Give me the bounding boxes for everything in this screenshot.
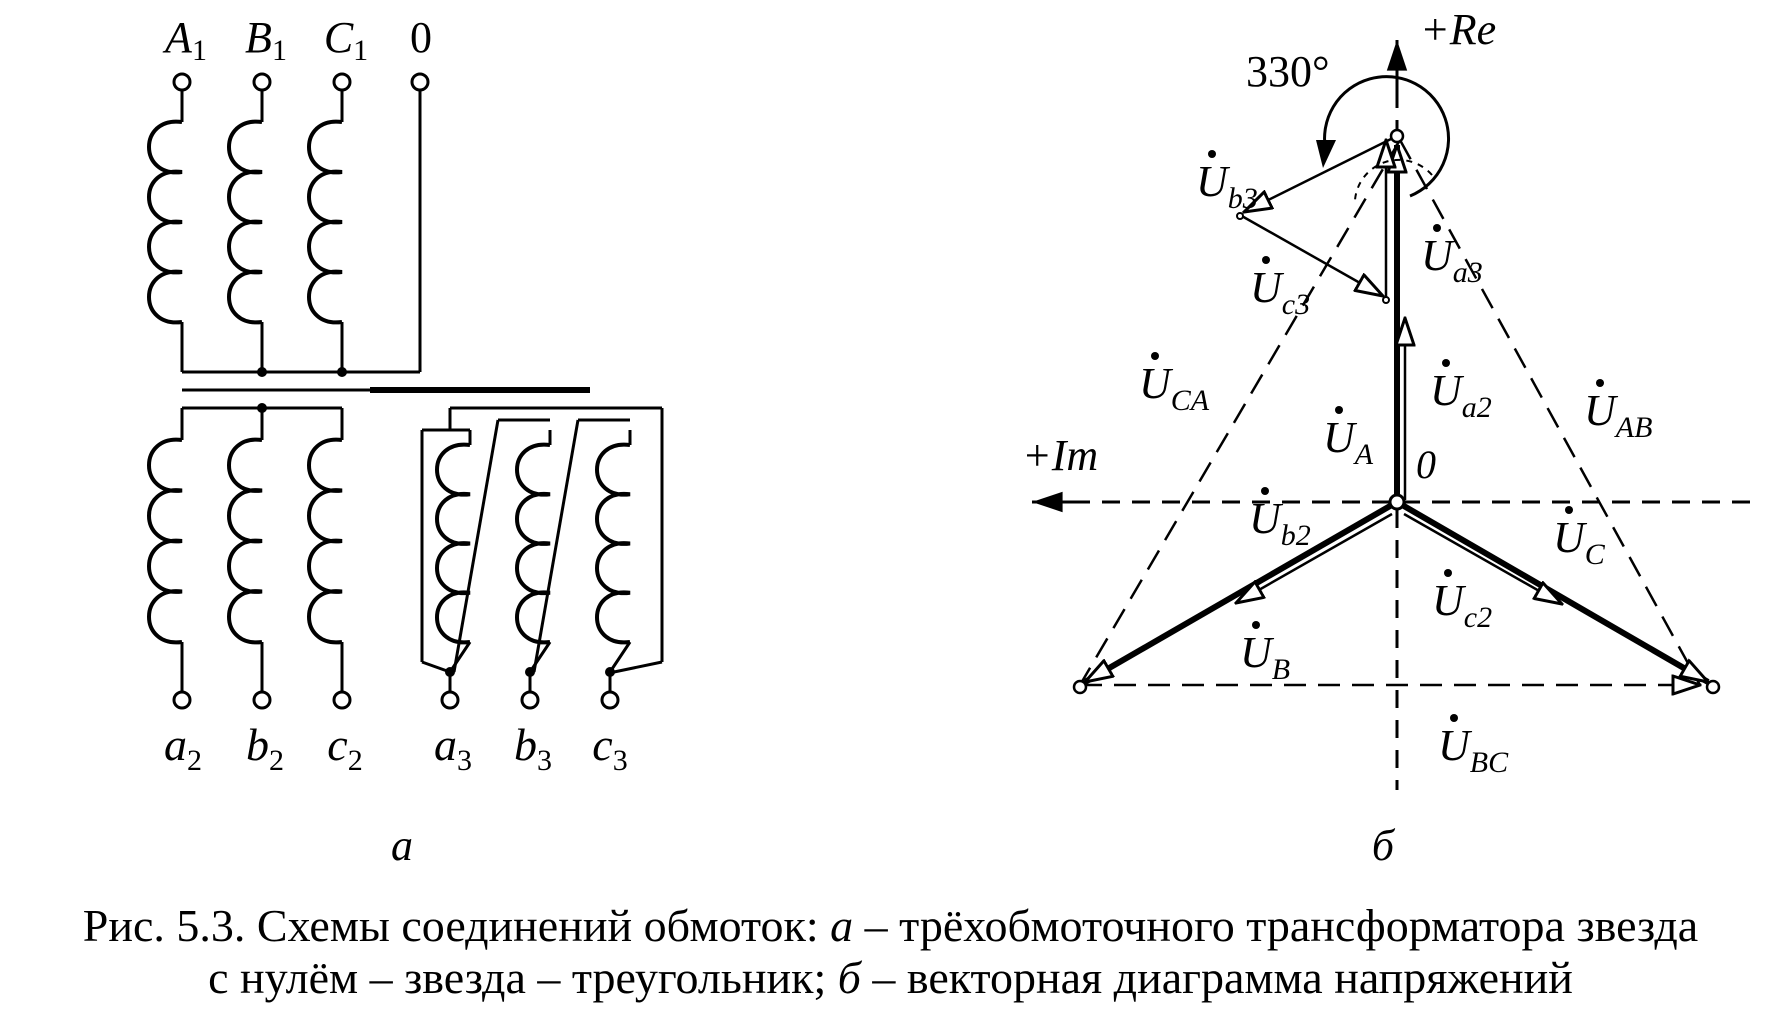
- vector-dot-b3: [1208, 150, 1216, 158]
- axis-re-label: +Re: [1420, 5, 1496, 54]
- vector-dot-CA: [1151, 352, 1159, 360]
- vector-Ub3-line: [1244, 136, 1394, 212]
- caption-line-2: с нулём – звезда – треугольник; б – вект…: [208, 952, 1573, 1003]
- label-c3: c3: [592, 719, 627, 777]
- winding-schematic: A1 B1 C1 0 a2 b2 c2 a3 b3 c3 а: [147, 13, 664, 870]
- delta-node-b3: [525, 667, 535, 677]
- vector-label-b2: Ub2: [1249, 494, 1311, 552]
- figure: A1 B1 C1 0 a2 b2 c2 a3 b3 c3 а: [147, 5, 1750, 870]
- vector-dot-b2: [1261, 487, 1269, 495]
- coil-a2: [147, 437, 183, 645]
- origin-label: 0: [1416, 442, 1436, 487]
- vector-UCA-line: [1078, 139, 1402, 686]
- label-B1: B1: [245, 13, 287, 67]
- vector-dot-AB: [1596, 379, 1604, 387]
- lead-slant-b3: [528, 641, 552, 673]
- coil-a3: [435, 442, 471, 645]
- terminal-c2: [332, 690, 352, 710]
- axis-im-label: +Im: [1022, 431, 1098, 480]
- vertex-a3: [1382, 296, 1390, 304]
- terminal-a3: [440, 690, 460, 710]
- vector-dot-B: [1252, 621, 1260, 629]
- schematic-coils: [147, 119, 631, 645]
- vector-Uc2-line: [1403, 512, 1562, 604]
- caption-line-1: Рис. 5.3. Схемы соединений обмоток: а – …: [82, 900, 1699, 951]
- vector-label-B: UB: [1240, 628, 1290, 686]
- vector-label-A: UA: [1323, 413, 1374, 471]
- vector-label-a3: Ua3: [1421, 231, 1483, 289]
- terminal-C1: [332, 72, 352, 92]
- terminal-b2: [252, 690, 272, 710]
- schematic-wires: [180, 90, 664, 692]
- label-C1: C1: [324, 13, 368, 67]
- terminal-c3: [600, 690, 620, 710]
- vector-label-b3: Ub3: [1196, 157, 1258, 215]
- panel-label-b: б: [1372, 821, 1396, 870]
- vertex-A: [1389, 128, 1405, 144]
- star-point-B1: [257, 367, 267, 377]
- vertex-b3: [1236, 212, 1244, 220]
- vector-label-C: UC: [1553, 513, 1606, 571]
- star-point-C1: [337, 367, 347, 377]
- vector-dot-c2: [1444, 569, 1452, 577]
- terminal-b3: [520, 690, 540, 710]
- vector-label-AB: UAB: [1584, 386, 1652, 444]
- label-a2: a2: [164, 719, 202, 777]
- label-a3: a3: [434, 719, 472, 777]
- terminal-B1: [252, 72, 272, 92]
- star-point-2: [257, 403, 267, 413]
- terminal-a2: [172, 690, 192, 710]
- label-A1: A1: [162, 13, 207, 67]
- delta-link-b3: [452, 419, 500, 673]
- terminal-A1: [172, 72, 192, 92]
- lead-slant-c3: [608, 641, 632, 673]
- coil-c2: [307, 437, 343, 645]
- vector-dot-BC: [1450, 714, 1458, 722]
- coil-C1: [307, 119, 343, 325]
- angle-arc-arrowhead: [1316, 140, 1336, 168]
- vertex-C: [1705, 679, 1721, 695]
- vector-label-c2: Uc2: [1432, 576, 1492, 634]
- vector-label-CA: UCA: [1139, 359, 1210, 417]
- vector-dot-a3: [1433, 224, 1441, 232]
- vector-UAB-line: [1398, 139, 1702, 686]
- angle-label: 330°: [1246, 47, 1330, 96]
- vector-dot-a2: [1442, 359, 1450, 367]
- vector-label-BC: UBC: [1438, 721, 1509, 779]
- vector-label-c3: Uc3: [1250, 263, 1310, 321]
- terminal-circles: [172, 72, 620, 710]
- coil-b3: [515, 442, 551, 645]
- coil-A1: [147, 119, 183, 325]
- delta-link-c3-return: [613, 660, 663, 674]
- coil-b2: [227, 437, 263, 645]
- coil-B1: [227, 119, 263, 325]
- angle-arc: [1323, 75, 1451, 198]
- label-0: 0: [410, 13, 432, 62]
- delta-node-c3: [605, 667, 615, 677]
- angle-arc-inner: [1354, 158, 1433, 201]
- lead-slant-a3: [448, 641, 472, 673]
- origin-point: [1388, 493, 1406, 511]
- vector-dot-c3: [1262, 256, 1270, 264]
- vector-label-a2: Ua2: [1430, 366, 1492, 424]
- vector-dot-C: [1565, 506, 1573, 514]
- panel-label-a: а: [391, 821, 413, 870]
- vector-Ub2-line: [1236, 512, 1393, 603]
- coil-c3: [595, 442, 631, 645]
- label-b3: b3: [514, 719, 552, 777]
- label-b2: b2: [246, 719, 284, 777]
- label-c2: c2: [327, 719, 362, 777]
- vector-dot-A: [1335, 406, 1343, 414]
- delta-node-a3: [445, 667, 455, 677]
- delta-link-c3: [532, 419, 580, 673]
- terminal-0: [410, 72, 430, 92]
- vertex-B: [1072, 679, 1088, 695]
- vector-Uc3-line: [1239, 213, 1383, 296]
- junction-dots: [257, 367, 615, 677]
